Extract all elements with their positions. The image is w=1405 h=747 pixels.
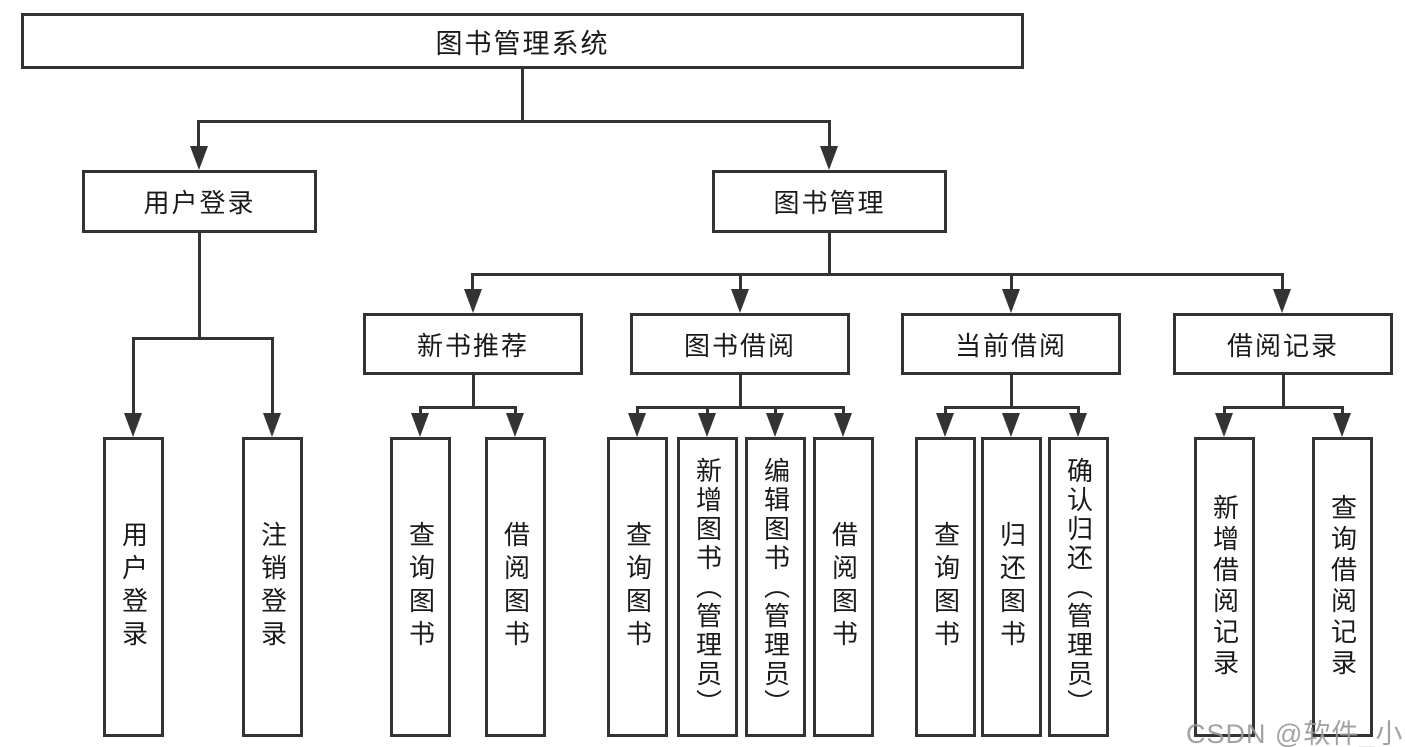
connector-line [828,120,831,148]
csdn-watermark: CSDN @软件_小贺同学 [1186,719,1405,747]
connector-line [1010,273,1013,291]
node-label: 新书推荐 [416,330,529,361]
leaf-add-borrowing-record: 新增借阅记录 [1194,437,1255,737]
connector-line [197,120,831,123]
leaf-add-books-admin: 新增图书（管理员） [677,437,738,737]
connector-line [1010,375,1013,406]
arrow-down-icon [936,413,954,437]
node-label: 图书管理 [773,188,886,218]
leaf-return-books: 归还图书 [981,437,1042,737]
leaf-label: 注销登录 [257,521,288,653]
connector-line [514,406,517,416]
leaf-label: 查询图书 [622,521,653,653]
arrow-down-icon [464,289,482,313]
leaf-borrow-books-borrowing: 借阅图书 [813,437,874,737]
node-label: 图书管理系统 [435,28,610,59]
connector-line [197,120,200,148]
leaf-label: 归还图书 [996,521,1027,653]
arrow-down-icon [1333,413,1351,437]
connector-line [1077,406,1080,416]
arrow-down-icon [1215,413,1233,437]
leaf-confirm-return-admin: 确认归还（管理员） [1048,437,1109,737]
leaf-label: 确认归还（管理员） [1063,456,1094,718]
node-user-login: 用户登录 [82,170,317,233]
connector-line [1341,406,1344,416]
connector-line [1223,406,1226,416]
arrow-down-icon [1069,413,1087,437]
arrow-down-icon [766,413,784,437]
leaf-label: 查询图书 [405,521,436,653]
leaf-label: 用户登录 [118,521,149,653]
connector-line [419,406,517,409]
arrow-down-icon [1273,289,1291,313]
leaf-user-login: 用户登录 [103,437,164,737]
connector-line [198,233,201,337]
node-label: 借阅记录 [1226,330,1339,361]
connector-line [944,406,947,416]
arrow-down-icon [411,413,429,437]
leaf-label: 新增借阅记录 [1209,494,1240,680]
leaf-label: 新增图书（管理员） [692,456,723,718]
arrow-down-icon [124,413,142,437]
leaf-query-books-borrowing: 查询图书 [607,437,668,737]
arrow-down-icon [820,146,838,170]
arrow-down-icon [263,413,281,437]
arrow-down-icon [190,146,208,170]
connector-line [472,375,475,406]
connector-line [521,69,524,120]
leaf-edit-books-admin: 编辑图书（管理员） [745,437,806,737]
leaf-label: 查询借阅记录 [1327,494,1358,680]
arrow-down-icon [628,413,646,437]
node-label: 用户登录 [143,188,256,218]
node-borrowing-records: 借阅记录 [1173,313,1393,375]
connector-line [774,406,777,416]
connector-line [471,273,474,291]
node-book-borrowing: 图书借阅 [630,313,850,375]
connector-line [944,406,1080,409]
connector-line [636,406,639,416]
leaf-borrow-books-recommend: 借阅图书 [485,437,546,737]
leaf-label: 借阅图书 [500,521,531,653]
node-new-book-recommendation: 新书推荐 [363,313,583,375]
connector-line [1281,273,1284,291]
connector-line [706,406,709,416]
node-label: 图书借阅 [683,330,796,361]
node-current-borrowing: 当前借阅 [901,313,1121,375]
leaf-label: 查询图书 [930,521,961,653]
arrow-down-icon [1002,413,1020,437]
leaf-label: 编辑图书（管理员） [760,456,791,718]
arrow-down-icon [506,413,524,437]
connector-line [132,337,274,340]
connector-line [739,375,742,406]
arrow-down-icon [731,289,749,313]
leaf-query-borrowing-record: 查询借阅记录 [1312,437,1373,737]
connector-line [271,337,274,414]
connector-line [1223,406,1344,409]
node-book-management: 图书管理 [712,170,947,233]
leaf-query-books-current: 查询图书 [915,437,976,737]
connector-line [828,233,831,273]
node-label: 当前借阅 [954,330,1067,361]
node-library-management-system: 图书管理系统 [21,13,1024,69]
arrow-down-icon [1002,289,1020,313]
leaf-label: 借阅图书 [828,521,859,653]
connector-line [419,406,422,416]
connector-line [1282,375,1285,406]
arrow-down-icon [834,413,852,437]
connector-line [842,406,845,416]
connector-line [471,273,1283,276]
connector-line [636,406,845,409]
connector-line [132,337,135,414]
arrow-down-icon [698,413,716,437]
connector-line [739,273,742,291]
leaf-logout: 注销登录 [242,437,303,737]
leaf-query-books-recommend: 查询图书 [390,437,451,737]
